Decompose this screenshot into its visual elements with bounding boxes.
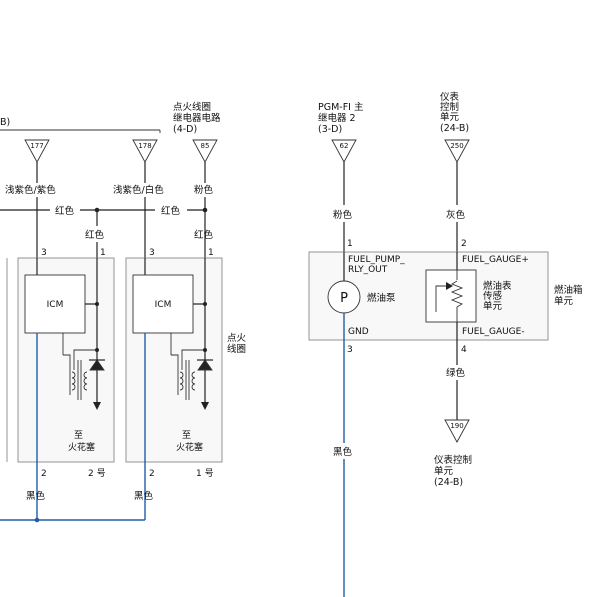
gnd-wire-label: 黑色 [333,446,353,458]
wire-label-85: 粉色 [194,184,214,196]
fuel-gauge-minus-label: FUEL_GAUGE- [462,327,525,337]
icm-label: ICM [47,300,64,310]
connector-62: 62 [331,139,357,163]
wire-label-177: 浅紫色/紫色 [5,184,56,196]
svg-text:RLY_OUT: RLY_OUT [348,265,388,275]
gauge-title-3: 单元 [440,111,460,123]
gauge-bottom-title-2: 单元 [434,465,454,477]
relay-title-2: 继电器电路 [173,112,221,124]
gauge-title-1: 仪表 [440,91,460,103]
ground-wire-label-2: 黑色 [134,490,154,502]
gnd-label: GND [348,327,369,337]
ground-wire-label-1: 黑色 [26,490,46,502]
fuel-pump-out-label: FUEL_PUMP_ [348,255,405,265]
gauge-title-4: (24-B) [440,123,469,134]
svg-text:单元: 单元 [483,300,503,312]
fuel-tank-unit: 1 2 FUEL_PUMP_ RLY_OUT FUEL_GAUGE+ P 燃油泵… [308,239,549,355]
pgm-title-3: (3-D) [318,124,342,135]
module-number: 1 号 [196,468,214,479]
fuel-pump-label: 燃油泵 [367,292,396,304]
svg-text:P: P [340,291,348,306]
gauge-bottom-title-3: (24-B) [434,477,463,488]
ignition-coil-module-1: 3 1 ICM 至 火花塞 2 1 号 [125,248,223,479]
svg-text:3: 3 [41,248,47,258]
pgm-title-1: PGM-FI 主 [318,101,364,113]
gauge-bottom-title-1: 仪表控制 [434,454,472,466]
svg-text:3: 3 [347,345,353,355]
wire-label-190: 绿色 [446,367,466,379]
ignition-coil-module-2: 3 1 ICM 至 火花塞 2 2 号 [17,248,115,479]
coil-label-2: 线圈 [227,343,246,355]
svg-text:190: 190 [450,422,463,430]
connector-178: 178 [132,139,158,163]
svg-text:4: 4 [461,345,467,355]
svg-text:250: 250 [450,142,463,150]
coil-red-label-1: 红色 [85,229,105,241]
svg-text:1: 1 [100,248,106,258]
wire-label-62: 粉色 [333,209,353,221]
bus-wire-label: 红色 [55,205,75,217]
fuel-tank-unit-label-2: 单元 [554,295,574,307]
to-label-2: 火花塞 [176,441,203,453]
svg-text:85: 85 [201,142,210,150]
to-label-2: 火花塞 [68,441,95,453]
fuel-gauge-plus-label: FUEL_GAUGE+ [462,255,529,265]
bus-wire-label-2: 红色 [161,205,181,217]
fuel-gauge-sensor [425,269,477,323]
icm-label: ICM [155,300,172,310]
svg-text:178: 178 [138,142,151,150]
top-left-label: B) [0,117,10,128]
svg-text:1: 1 [347,239,353,249]
connector-250: 250 [444,139,470,163]
svg-text:62: 62 [340,142,349,150]
svg-text:2: 2 [149,469,155,479]
module-number: 2 号 [88,468,106,479]
gauge-title-2: 控制 [440,101,459,113]
connector-85: 85 [192,139,218,163]
pgm-title-2: 继电器 2 [318,112,356,124]
connector-177: 177 [24,139,50,163]
wire-label-250: 灰色 [446,209,466,221]
coil-label-1: 点火 [227,333,247,344]
svg-text:2: 2 [41,469,47,479]
svg-text:3: 3 [149,248,155,258]
svg-text:传感: 传感 [483,290,503,302]
svg-text:2: 2 [461,239,467,249]
sensor-label: 燃油表 [483,280,512,292]
wire-label-178: 浅紫色/白色 [113,184,164,196]
fuel-tank-unit-label-1: 燃油箱 [554,284,583,296]
relay-title-3: (4-D) [173,124,197,135]
to-label-1: 至 [182,430,191,441]
svg-text:177: 177 [30,142,43,150]
to-label-1: 至 [74,430,83,441]
coil-red-label-2: 红色 [194,229,214,241]
relay-title-1: 点火线圈 [173,101,211,113]
svg-text:1: 1 [208,248,214,258]
connector-190: 190 [444,419,470,443]
